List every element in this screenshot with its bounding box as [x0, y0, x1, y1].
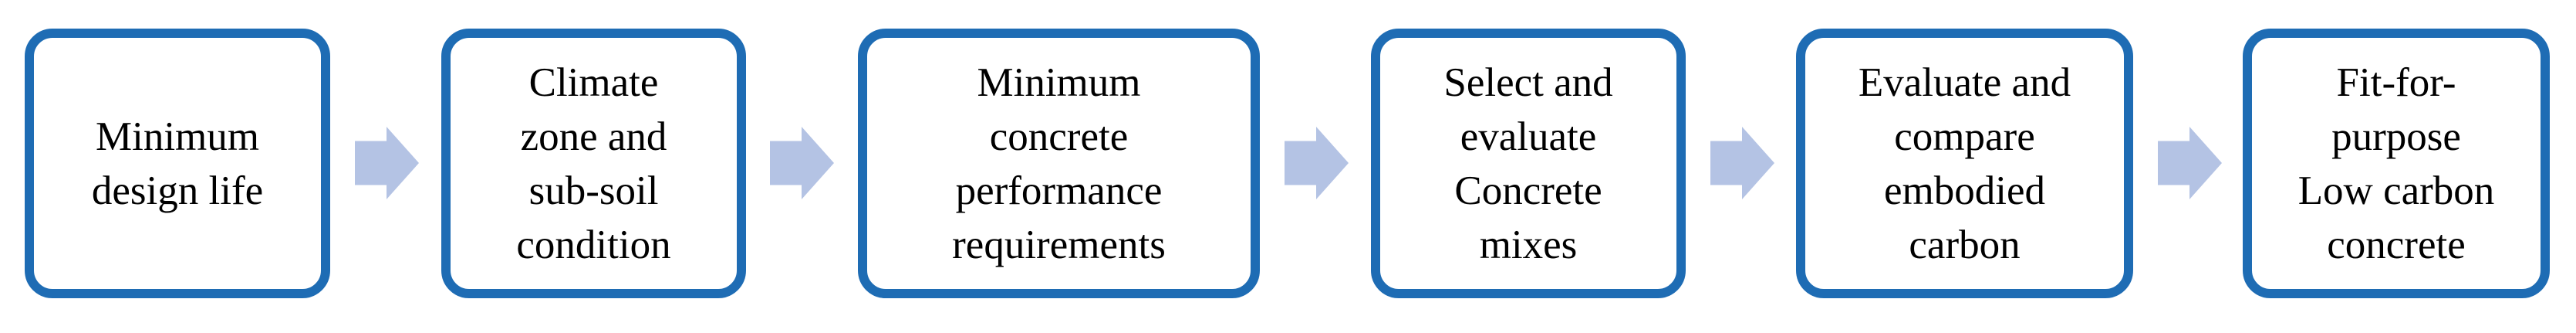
arrow-right-icon [355, 127, 419, 199]
step-line: sub-soil [528, 168, 659, 213]
flow-step-select-evaluate-mixes: Select and evaluate Concrete mixes [1371, 29, 1686, 298]
arrow-right-icon [770, 127, 834, 199]
step-line: Fit-for- [2336, 59, 2456, 105]
step-line: requirements [952, 222, 1166, 267]
step-line: Low carbon [2297, 168, 2495, 213]
step-line: Minimum [977, 59, 1141, 105]
step-line: concrete [2327, 222, 2466, 267]
step-line: carbon [1909, 222, 2021, 267]
step-line: concrete [989, 114, 1129, 159]
arrow-right-icon [1710, 127, 1774, 199]
step-line: design life [91, 168, 264, 213]
arrow-right-shape [2158, 127, 2222, 199]
step-line: embodied [1884, 168, 2045, 213]
step-line: evaluate [1460, 114, 1597, 159]
arrow-right-icon [1285, 127, 1349, 199]
flow-step-minimum-design-life: Minimum design life [25, 29, 330, 298]
arrow-right-shape [1285, 127, 1349, 199]
step-line: Evaluate and [1858, 59, 2071, 105]
step-line: Concrete [1454, 168, 1602, 213]
step-line: Minimum [95, 114, 260, 159]
step-line: Select and [1443, 59, 1613, 105]
flow-step-evaluate-compare-embodied-carbon: Evaluate and compare embodied carbon [1796, 29, 2133, 298]
step-line: performance [955, 168, 1163, 213]
arrow-right-shape [1710, 127, 1774, 199]
step-line: mixes [1479, 222, 1578, 267]
step-line: compare [1894, 114, 2035, 159]
flow-step-fit-for-purpose-low-carbon-concrete: Fit-for- purpose Low carbon concrete [2243, 29, 2550, 298]
step-line: purpose [2331, 114, 2461, 159]
flow-step-climate-zone-subsoil: Climate zone and sub-soil condition [441, 29, 746, 298]
arrow-right-shape [355, 127, 419, 199]
arrow-right-icon [2158, 127, 2222, 199]
arrow-right-shape [770, 127, 834, 199]
step-line: condition [516, 222, 671, 267]
step-line: Climate [528, 59, 659, 105]
flow-step-minimum-concrete-performance: Minimum concrete performance requirement… [858, 29, 1260, 298]
step-line: zone and [520, 114, 667, 159]
